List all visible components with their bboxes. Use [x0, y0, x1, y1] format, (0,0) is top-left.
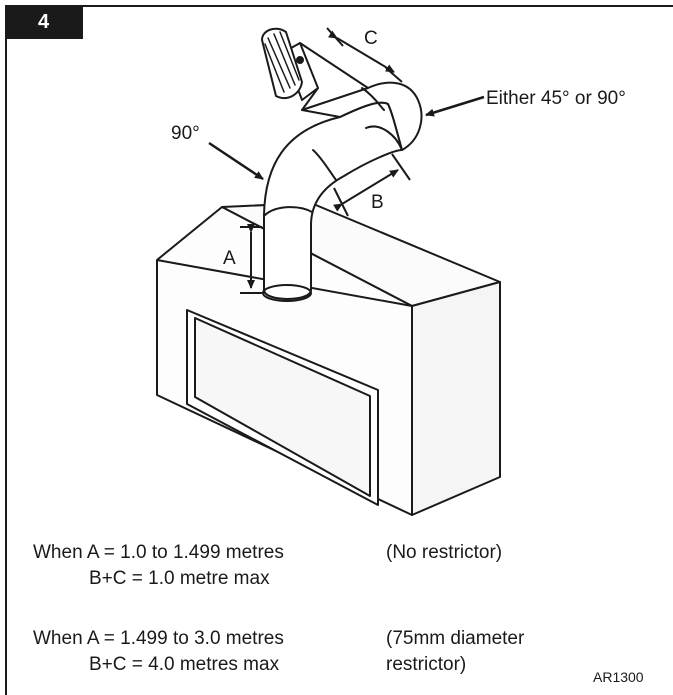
label-angle-upper: Either 45° or 90° — [486, 88, 626, 109]
dimension-a — [240, 224, 262, 294]
arrow-lower-bend — [208, 141, 264, 181]
figure-frame — [5, 5, 673, 695]
dimension-b — [333, 153, 411, 217]
figure-code: AR1300 — [593, 669, 644, 685]
flue-pipe — [261, 27, 423, 302]
fire-box — [156, 202, 501, 516]
label-c: C — [364, 28, 378, 49]
arrow-upper-bend — [425, 95, 485, 117]
dimension-c — [326, 27, 403, 83]
label-angle-lower: 90° — [171, 123, 200, 144]
label-a: A — [223, 248, 236, 269]
label-b: B — [371, 192, 384, 213]
figure-number-badge: 4 — [5, 5, 83, 39]
